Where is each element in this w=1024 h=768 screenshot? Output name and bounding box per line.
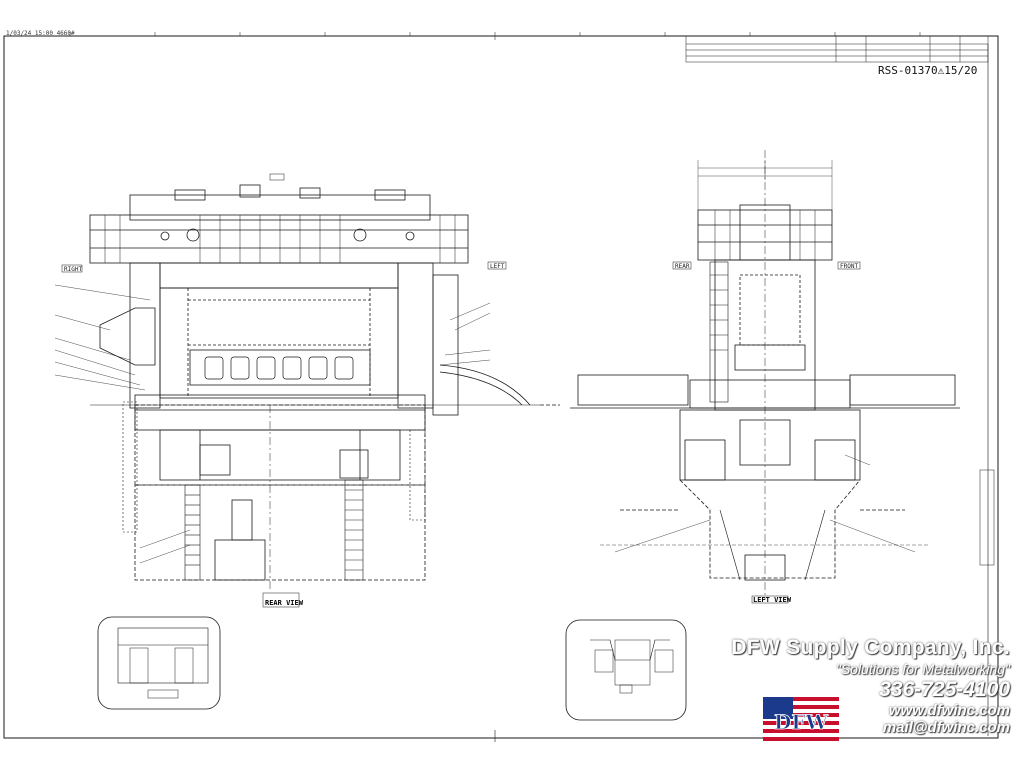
company-watermark: DFW Supply Company, Inc. "Solutions for … (670, 636, 1010, 736)
detail-inset-left (97, 616, 221, 710)
company-website-link[interactable]: www.dfwinc.com (888, 702, 1010, 719)
revision-table (685, 35, 989, 63)
company-tagline: "Solutions for Metalworking" (835, 661, 1010, 677)
company-email-link[interactable]: mail@dfwinc.com (882, 719, 1010, 736)
company-name: DFW Supply Company, Inc. (731, 636, 1010, 659)
drawing-number-value: RSS-01370 (878, 64, 938, 77)
drawing-number: RSS-01370⚠15/20 (878, 64, 977, 77)
left-view-title: LEFT VIEW (753, 596, 792, 604)
logo-text: DFW (774, 710, 829, 734)
detail-inset-right (565, 619, 687, 721)
dfw-flag-logo: DFW (763, 697, 839, 741)
revision-mark: ⚠15/20 (937, 64, 978, 77)
company-phone: 336-725-4100 (879, 678, 1010, 701)
right-tag: RIGHT (64, 266, 82, 273)
rear-view-title: REAR VIEW (265, 599, 304, 607)
left-view-drawing (570, 150, 995, 604)
left-tag: LEFT (490, 263, 505, 270)
fax-header: 1/03/24 15:00 4660# (6, 30, 75, 37)
front-tag: FRONT (840, 263, 858, 270)
sheet-border (3, 35, 999, 739)
rear-view-drawing (54, 173, 560, 608)
rear-tag: REAR (675, 263, 690, 270)
